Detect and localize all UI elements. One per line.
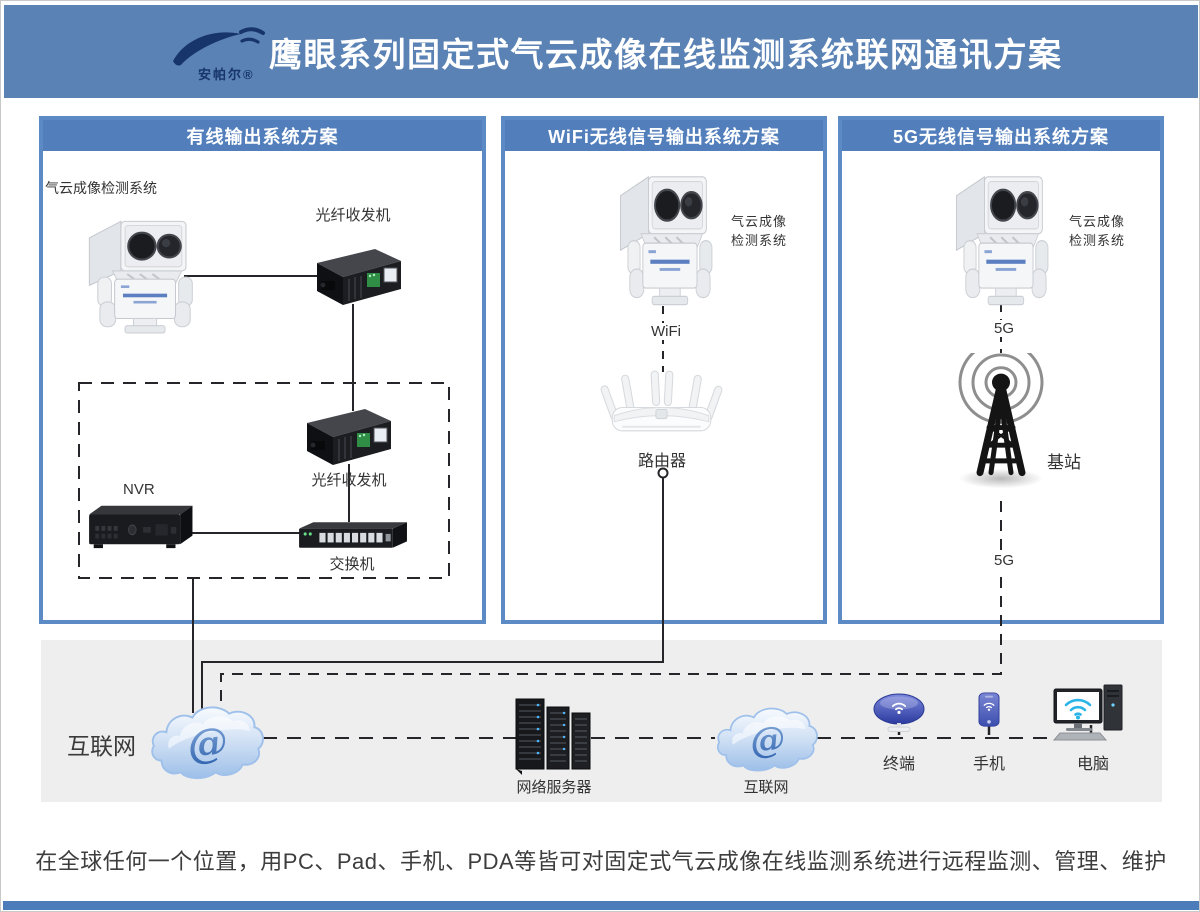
transceiver-label: 光纤收发机: [311, 472, 387, 489]
switch-label: 交换机: [329, 556, 375, 573]
5g-link-label: 5G: [976, 552, 1032, 569]
page-title: 鹰眼系列固定式气云成像在线监测系统联网通讯方案: [269, 35, 1063, 73]
wifi-link-label: WiFi: [638, 323, 694, 340]
header-band: [4, 5, 1198, 98]
panel-wired-title: 有线输出系统方案: [43, 120, 482, 151]
gas-camera-icon: [955, 175, 1050, 306]
computer-label: 电脑: [1076, 756, 1109, 773]
gas-camera-icon: [88, 220, 194, 334]
mobile-label: 手机: [972, 756, 1005, 773]
camera-label: 气云成像 检测系统: [730, 214, 787, 248]
at-glyph: @: [748, 718, 787, 762]
transceiver-label: 光纤收发机: [315, 207, 391, 224]
panel-wifi-title: WiFi无线信号输出系统方案: [505, 120, 823, 151]
bottom-accent-bar: [3, 901, 1199, 910]
fiber-transceiver-icon: [306, 408, 392, 466]
at-glyph: @: [185, 718, 230, 769]
router-icon: [599, 369, 724, 432]
gas-camera-icon: [619, 175, 714, 306]
5g-link-label: 5G: [976, 320, 1032, 337]
fiber-transceiver-icon: [316, 248, 402, 306]
web-server-label: 网络服务器: [516, 779, 592, 796]
router-label: 路由器: [637, 453, 686, 470]
internet-label: 互联网: [67, 733, 136, 759]
panel-5g-title: 5G无线信号输出系统方案: [842, 120, 1160, 151]
terminal-label: 终端: [882, 756, 915, 773]
camera-label: 气云成像检测系统: [45, 180, 157, 196]
base-station-tower-icon: [944, 353, 1064, 505]
internet-cloud-label: 互联网: [743, 779, 789, 796]
base-station-label: 基站: [1047, 453, 1081, 472]
nvr-icon: [88, 505, 193, 549]
brand-text: 安帕尔®: [198, 67, 255, 82]
web-server-icon: [515, 698, 591, 776]
terminal-device-icon: [872, 693, 926, 735]
internet-cloud-icon: @: [716, 707, 818, 772]
footer-note: 在全球任何一个位置，用PC、Pad、手机、PDA等皆可对固定式气云成像在线监测系…: [35, 849, 1167, 874]
computer-icon: [1052, 683, 1124, 741]
nvr-label: NVR: [123, 481, 155, 498]
network-switch-icon: [299, 522, 407, 548]
internet-cloud-icon: @: [151, 706, 264, 780]
camera-label: 气云成像 检测系统: [1068, 214, 1125, 248]
mobile-phone-icon: [977, 692, 1001, 728]
brand-logo-icon: 安帕尔®: [173, 27, 265, 82]
